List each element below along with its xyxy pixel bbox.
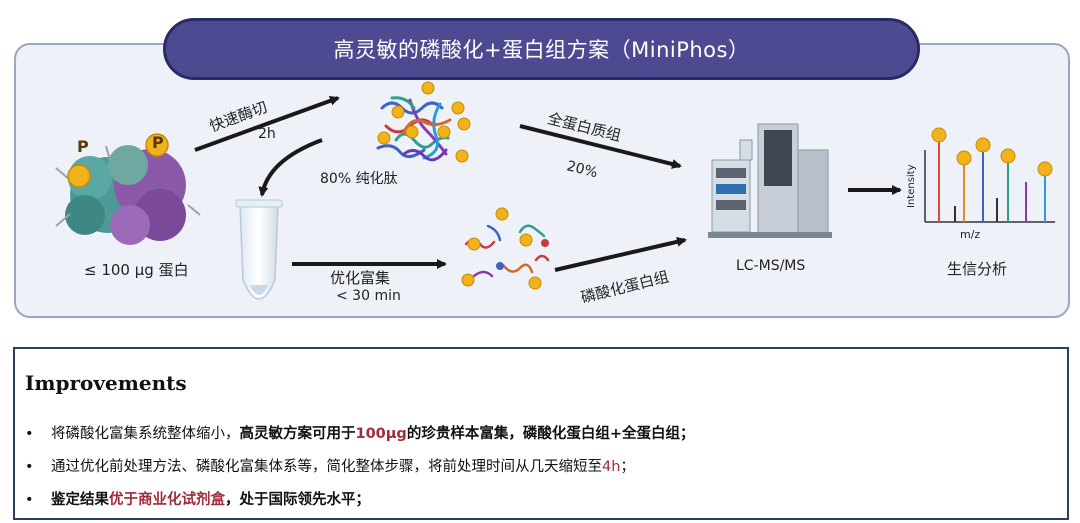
enrich-label: 优化富集	[330, 269, 391, 287]
tube-icon	[235, 199, 283, 300]
item-text: 将磷酸化富集系统整体缩小，高灵敏方案可用于100μg的珍贵样本富集，磷酸化蛋白组…	[51, 426, 695, 442]
spectrum-ylabel: Intensity	[906, 164, 917, 208]
protein-icon	[55, 145, 201, 245]
bullet-icon: •	[25, 459, 34, 475]
spectrum-icon	[924, 142, 1055, 223]
improvements-box: Improvements • 将磷酸化富集系统整体缩小，高灵敏方案可用于100μg…	[13, 347, 1069, 520]
phosphate-icon	[931, 127, 1053, 177]
instrument-label: LC-MS/MS	[736, 258, 806, 274]
p-symbol: P	[152, 133, 164, 152]
digest-time: 2h	[258, 126, 276, 142]
p-symbol: P	[77, 137, 89, 156]
improvements-title: Improvements	[25, 371, 187, 395]
item-text: 通过优化前处理方法、磷酸化富集体系等，简化整体步骤，将前处理时间从几天缩短至4h…	[51, 459, 635, 475]
bioinfo-label: 生信分析	[947, 260, 1008, 278]
item-text: 鉴定结果优于商业化试剂盒，处于国际领先水平；	[51, 492, 370, 508]
improvement-item: • 通过优化前处理方法、磷酸化富集体系等，简化整体步骤，将前处理时间从几天缩短至4…	[25, 455, 635, 476]
workflow-panel	[14, 43, 1070, 318]
arrow-proteome	[519, 124, 682, 169]
spectrum-xlabel: m/z	[960, 228, 981, 241]
bullet-icon: •	[25, 492, 34, 508]
peptide-label: 80% 纯化肽	[320, 171, 398, 187]
improvement-item: • 鉴定结果优于商业化试剂盒，处于国际领先水平；	[25, 488, 370, 509]
peptide-mix-icon	[376, 96, 452, 162]
banner-title: 高灵敏的磷酸化+蛋白组方案（MiniPhos）	[163, 18, 920, 80]
enrich-time: < 30 min	[336, 288, 401, 304]
phosphopeptide-icon	[464, 224, 550, 278]
protein-label: ≤ 100 μg 蛋白	[84, 261, 189, 279]
arrow-digest	[194, 96, 340, 152]
phosphate-icon	[461, 207, 549, 290]
workflow-diagram	[55, 81, 1055, 300]
bullet-icon: •	[25, 426, 34, 442]
phosphate-icon	[377, 81, 471, 163]
arrow-phospho	[554, 236, 687, 272]
arrow-purify	[258, 138, 323, 197]
improvement-item: • 将磷酸化富集系统整体缩小，高灵敏方案可用于100μg的珍贵样本富集，磷酸化蛋白…	[25, 422, 694, 443]
phosphate-icon	[67, 133, 169, 188]
lcms-instrument-icon	[708, 123, 832, 238]
